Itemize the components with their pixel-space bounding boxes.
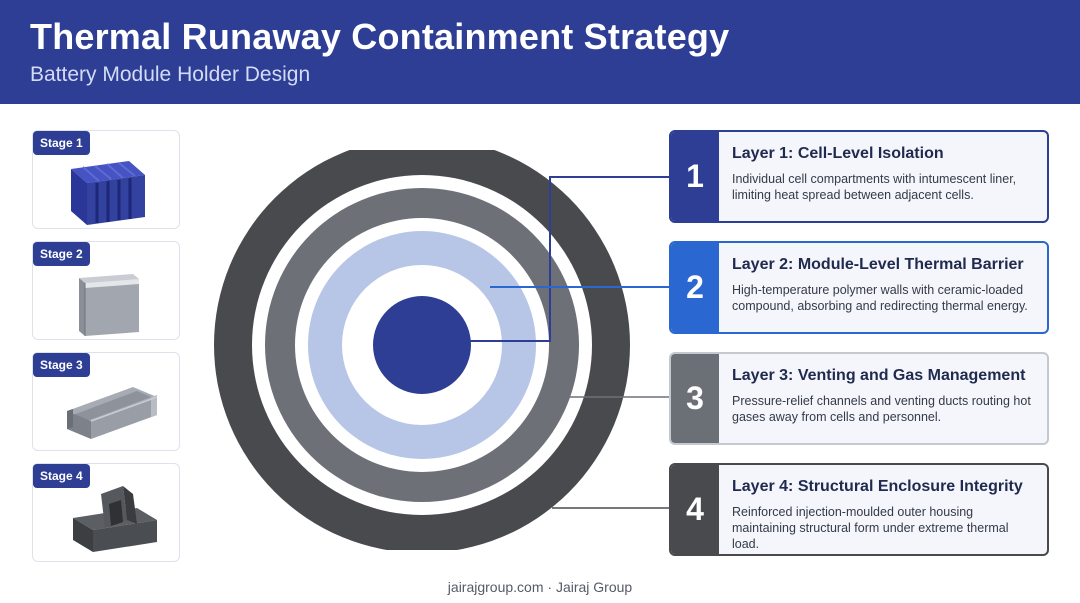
layer-title-2: Layer 2: Module-Level Thermal Barrier [732, 256, 1024, 273]
page-title: Thermal Runaway Containment Strategy [30, 16, 730, 57]
header-banner: Thermal Runaway Containment Strategy Bat… [0, 0, 1080, 104]
stage-badge-1: Stage 1 [33, 131, 90, 155]
footer-credit: jairajgroup.com · Jairaj Group [447, 579, 633, 595]
vent-channel-icon [67, 387, 158, 439]
layer-description-1: Individual cell compartments with intume… [732, 172, 1017, 202]
stage-card-1: Stage 1 [32, 130, 180, 229]
layer-description-3: Pressure-relief channels and venting duc… [732, 394, 1031, 424]
stage-card-2: Stage 2 [32, 241, 180, 340]
layer-description-4: Reinforced injection-moulded outer housi… [732, 505, 1009, 551]
layer-number-3: 3 [671, 354, 719, 443]
layer-card-2: 2 Layer 2: Module-Level Thermal Barrier … [669, 241, 1049, 334]
layer-title-3: Layer 3: Venting and Gas Management [732, 367, 1026, 384]
layer-number-4: 4 [671, 465, 719, 554]
enclosure-bracket-icon [73, 486, 157, 552]
stage-badge-2: Stage 2 [33, 242, 90, 266]
stage-card-3: Stage 3 [32, 352, 180, 451]
page-subtitle: Battery Module Holder Design [30, 63, 311, 86]
layer-description-2: High-temperature polymer walls with cera… [732, 283, 1028, 313]
layer-card-4: 4 Layer 4: Structural Enclosure Integrit… [669, 463, 1049, 556]
concentric-layers-diagram [214, 150, 669, 550]
stage-card-4: Stage 4 [32, 463, 180, 562]
ribbed-cell-holder-icon [71, 161, 145, 225]
stage-badge-4: Stage 4 [33, 464, 90, 488]
layer-title-1: Layer 1: Cell-Level Isolation [732, 145, 944, 162]
barrier-plate-icon [79, 274, 139, 336]
connector-layer-1 [468, 176, 669, 342]
stage-badge-3: Stage 3 [33, 353, 90, 377]
layer-card-1: 1 Layer 1: Cell-Level Isolation Individu… [669, 130, 1049, 223]
layer-number-2: 2 [671, 243, 719, 332]
layer-card-3: 3 Layer 3: Venting and Gas Management Pr… [669, 352, 1049, 445]
core-layer-1 [373, 296, 471, 394]
layer-number-1: 1 [671, 132, 719, 221]
layer-title-4: Layer 4: Structural Enclosure Integrity [732, 478, 1023, 495]
